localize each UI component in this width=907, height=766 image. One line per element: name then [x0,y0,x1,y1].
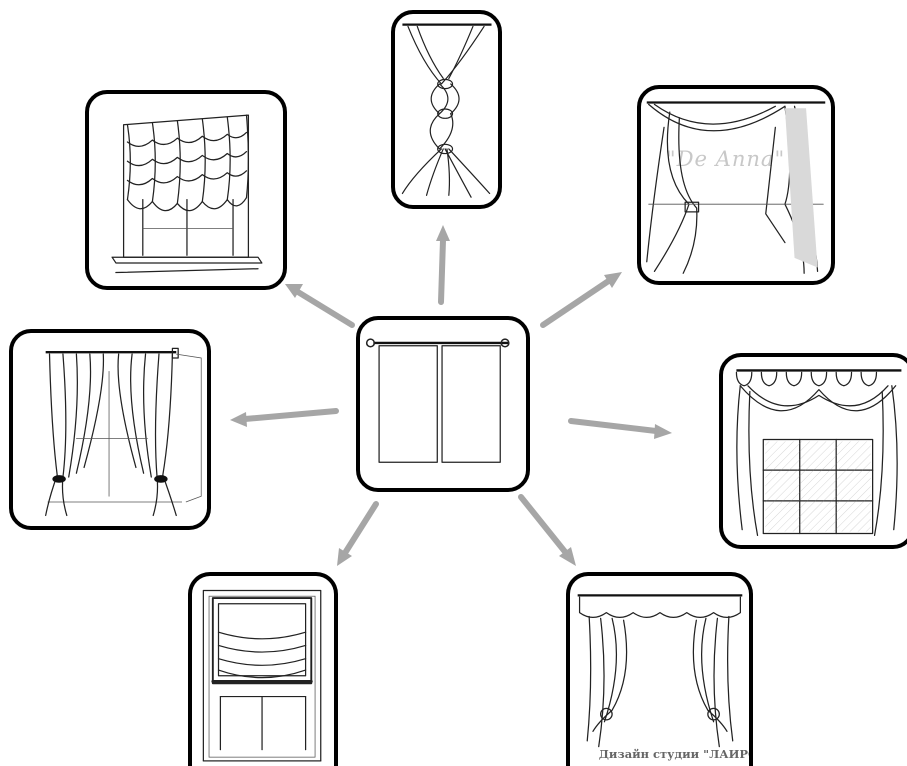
knotted-curtain-icon [395,14,498,205]
arrow-to-lambrequin-curtains [521,497,576,566]
arrow-to-valance-curtains [571,421,672,439]
arrow-to-swag-curtain [543,272,622,325]
arrow-to-austrian-shade [285,284,352,325]
knotted-curtain-card [391,10,502,209]
roman-shade-icon [192,576,334,766]
arrow-to-tieback-curtains [230,411,336,427]
tieback-curtains-icon [13,333,207,526]
valance-curtains-icon [723,357,907,545]
swag-curtain-icon: "De Anna" [641,89,831,281]
valance-curtains-card [719,353,907,549]
tieback-curtains-card [9,329,211,530]
arrow-to-knotted-curtain [436,225,450,302]
studio-caption: Дизайн студии "ЛАИРС [599,747,749,761]
center-curtain-card [356,316,530,492]
austrian-shade-icon [89,94,283,286]
lambrequin-curtains-card: Дизайн студии "ЛАИРС [566,572,753,766]
swag-curtain-card: "De Anna" [637,85,835,285]
austrian-shade-card [85,90,287,290]
arrow-to-roman-shade [337,504,376,566]
lambrequin-curtains-icon: Дизайн студии "ЛАИРС [570,576,749,766]
swag-watermark: "De Anna" [666,146,785,171]
curtain-panels-rod-icon [360,320,526,488]
roman-shade-card [188,572,338,766]
